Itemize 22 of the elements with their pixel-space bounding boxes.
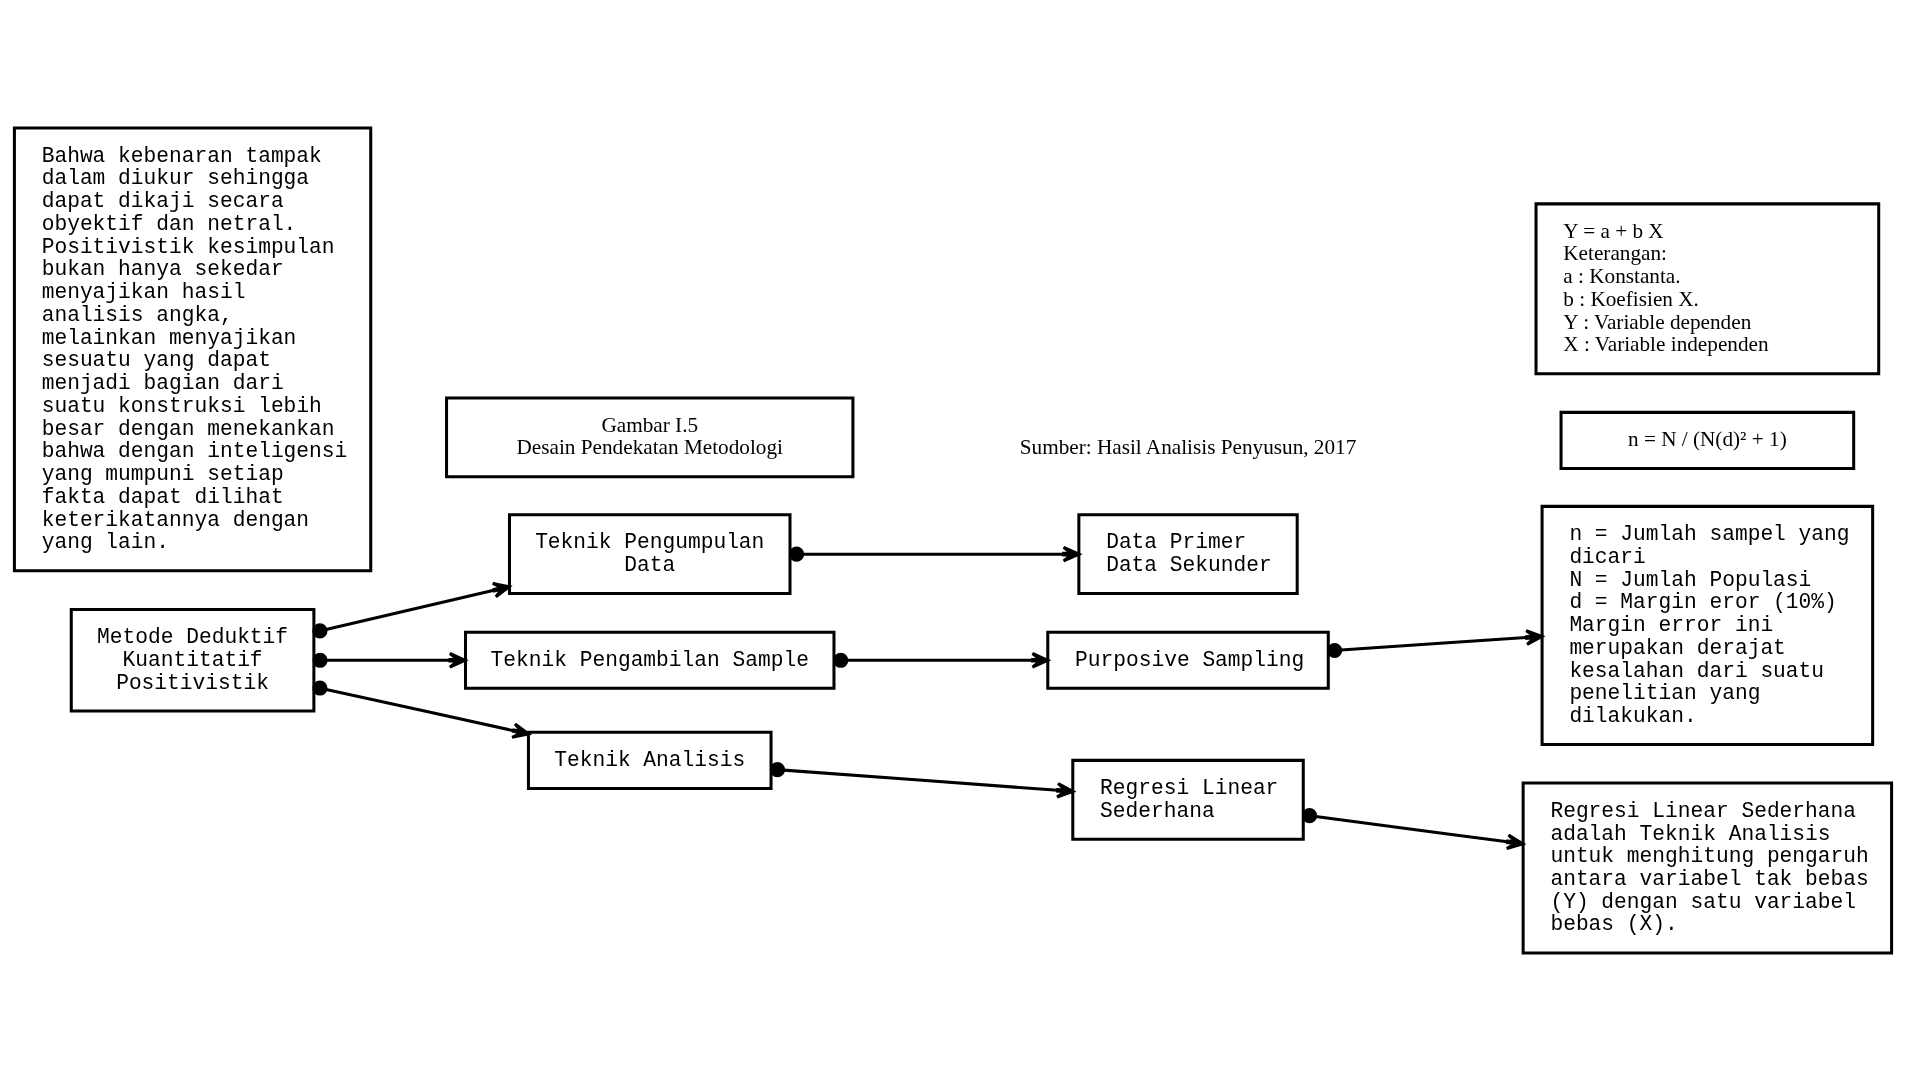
arrow <box>312 680 530 739</box>
arrow <box>312 651 467 669</box>
node-box: Data Primer Data Sekunder <box>1077 513 1299 596</box>
node-box: Teknik Analisis <box>526 730 773 790</box>
arrow <box>769 762 1075 799</box>
node-box: Bahwa kebenaran tampak dalam diukur sehingga dapat dikaji secara obyektif dan netral. Positivistik kesimpulan bukan hanya sekedar menyajikan hasil analisis angka, melainkan menyajikan sesuatu yang dapat menjadi bagian dari suatu konstruksi lebih besar dengan menekankan bahwa dengan inteligensi yang mumpuni setiap fakta dapat dilihat keterikatannya dengan yang lain. <box>12 126 373 573</box>
label: Sumber: Hasil Analisis Penyusun, 2017 <box>1019 434 1357 459</box>
arrow <box>312 581 511 639</box>
node-box: n = Jumlah sampel yang dicari N = Jumlah Populasi d = Margin eror (10%) Margin error ini merupakan derajat kesalahan dari suatu penelitian yang dilakukan. <box>1540 504 1875 746</box>
arrow <box>1301 808 1525 851</box>
node-box: Regresi Linear Sederhana adalah Teknik Analisis untuk menghitung pengaruh antara variabel tak bebas (Y) dengan satu variabel bebas (X). <box>1521 781 1894 955</box>
arrow <box>789 545 1081 563</box>
arrow <box>833 651 1050 669</box>
arrow <box>1327 629 1544 659</box>
node-box: Regresi Linear Sederhana <box>1071 758 1305 841</box>
node-box: Teknik Pengumpulan Data <box>507 513 792 596</box>
node-box: Teknik Pengambilan Sample <box>464 630 836 690</box>
node-box: Gambar I.5 Desain Pendekatan Metodologi <box>445 396 855 479</box>
node-box: n = N / (N(d)² + 1) <box>1559 410 1856 470</box>
node-box: Purposive Sampling <box>1046 630 1330 690</box>
node-box: Y = a + b X Keterangan: a : Konstanta. b : Koefisien X. Y : Variable dependen X : Variable independen <box>1534 202 1881 376</box>
node-box: Metode Deduktif Kuantitatif Positivistik <box>69 607 316 713</box>
